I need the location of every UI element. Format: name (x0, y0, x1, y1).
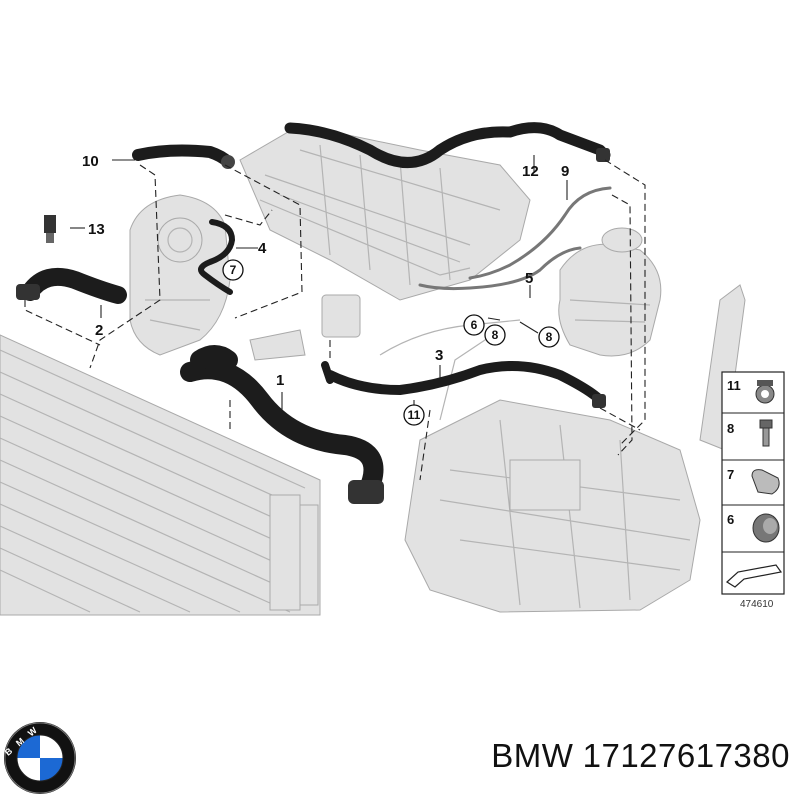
callout-3: 3 (435, 347, 443, 364)
expansion-tank-ghost (558, 227, 662, 357)
bolt-icon (759, 419, 773, 447)
callout-9: 9 (561, 163, 569, 180)
callout-5: 5 (525, 270, 533, 287)
svg-text:11: 11 (408, 408, 421, 422)
circled-callout-8-right: 8 (538, 326, 560, 348)
radiator-ghost (0, 334, 321, 616)
svg-text:7: 7 (230, 263, 237, 277)
circled-callout-7: 7 (222, 259, 244, 281)
callout-2: 2 (95, 322, 103, 339)
brand-name: BMW (491, 737, 574, 774)
part-number: 17127617380 (582, 737, 790, 774)
clip-icon (751, 469, 780, 495)
diagram-number: 474610 (740, 599, 774, 610)
leader-lines (70, 155, 568, 410)
circled-callout-8-left: 8 (484, 324, 506, 346)
hose-1[interactable] (180, 345, 384, 504)
callout-4: 4 (258, 240, 267, 257)
legend-item-7: 7 (727, 467, 734, 482)
sensor-13[interactable] (44, 215, 56, 243)
svg-text:8: 8 (546, 330, 553, 344)
hose-3[interactable] (321, 361, 606, 408)
dashed-guides (24, 159, 646, 481)
legend-item-8: 8 (727, 421, 734, 436)
pipe-9[interactable] (468, 186, 612, 280)
legend-panel: 11 8 7 6 474610 (721, 371, 785, 610)
aux-parts-ghost (249, 294, 521, 421)
thermostat-housing-ghost (129, 194, 231, 356)
engine-block-ghost (404, 284, 746, 613)
hose-12[interactable] (284, 122, 611, 168)
hose-10[interactable] (132, 144, 235, 169)
pipe-5[interactable] (418, 246, 582, 291)
callout-12: 12 (522, 163, 539, 180)
callout-13: 13 (88, 221, 105, 238)
callout-10: 10 (82, 153, 99, 170)
part-caption: BMW 17127617380 (410, 737, 790, 775)
callout-1: 1 (276, 372, 284, 389)
clamp-icon (755, 380, 775, 404)
svg-text:8: 8 (492, 328, 499, 342)
legend-item-6: 6 (727, 512, 734, 527)
hose-2[interactable] (16, 268, 127, 304)
circled-callout-11: 11 (403, 404, 425, 426)
engine-head-ghost (239, 124, 531, 301)
circled-callout-6: 6 (463, 314, 485, 336)
hose-4[interactable] (198, 219, 235, 295)
svg-text:6: 6 (471, 318, 478, 332)
legend-item-11: 11 (727, 378, 741, 393)
plug-icon (752, 513, 780, 543)
bmw-logo: BMW (3, 720, 76, 794)
arrow-icon (726, 564, 783, 588)
